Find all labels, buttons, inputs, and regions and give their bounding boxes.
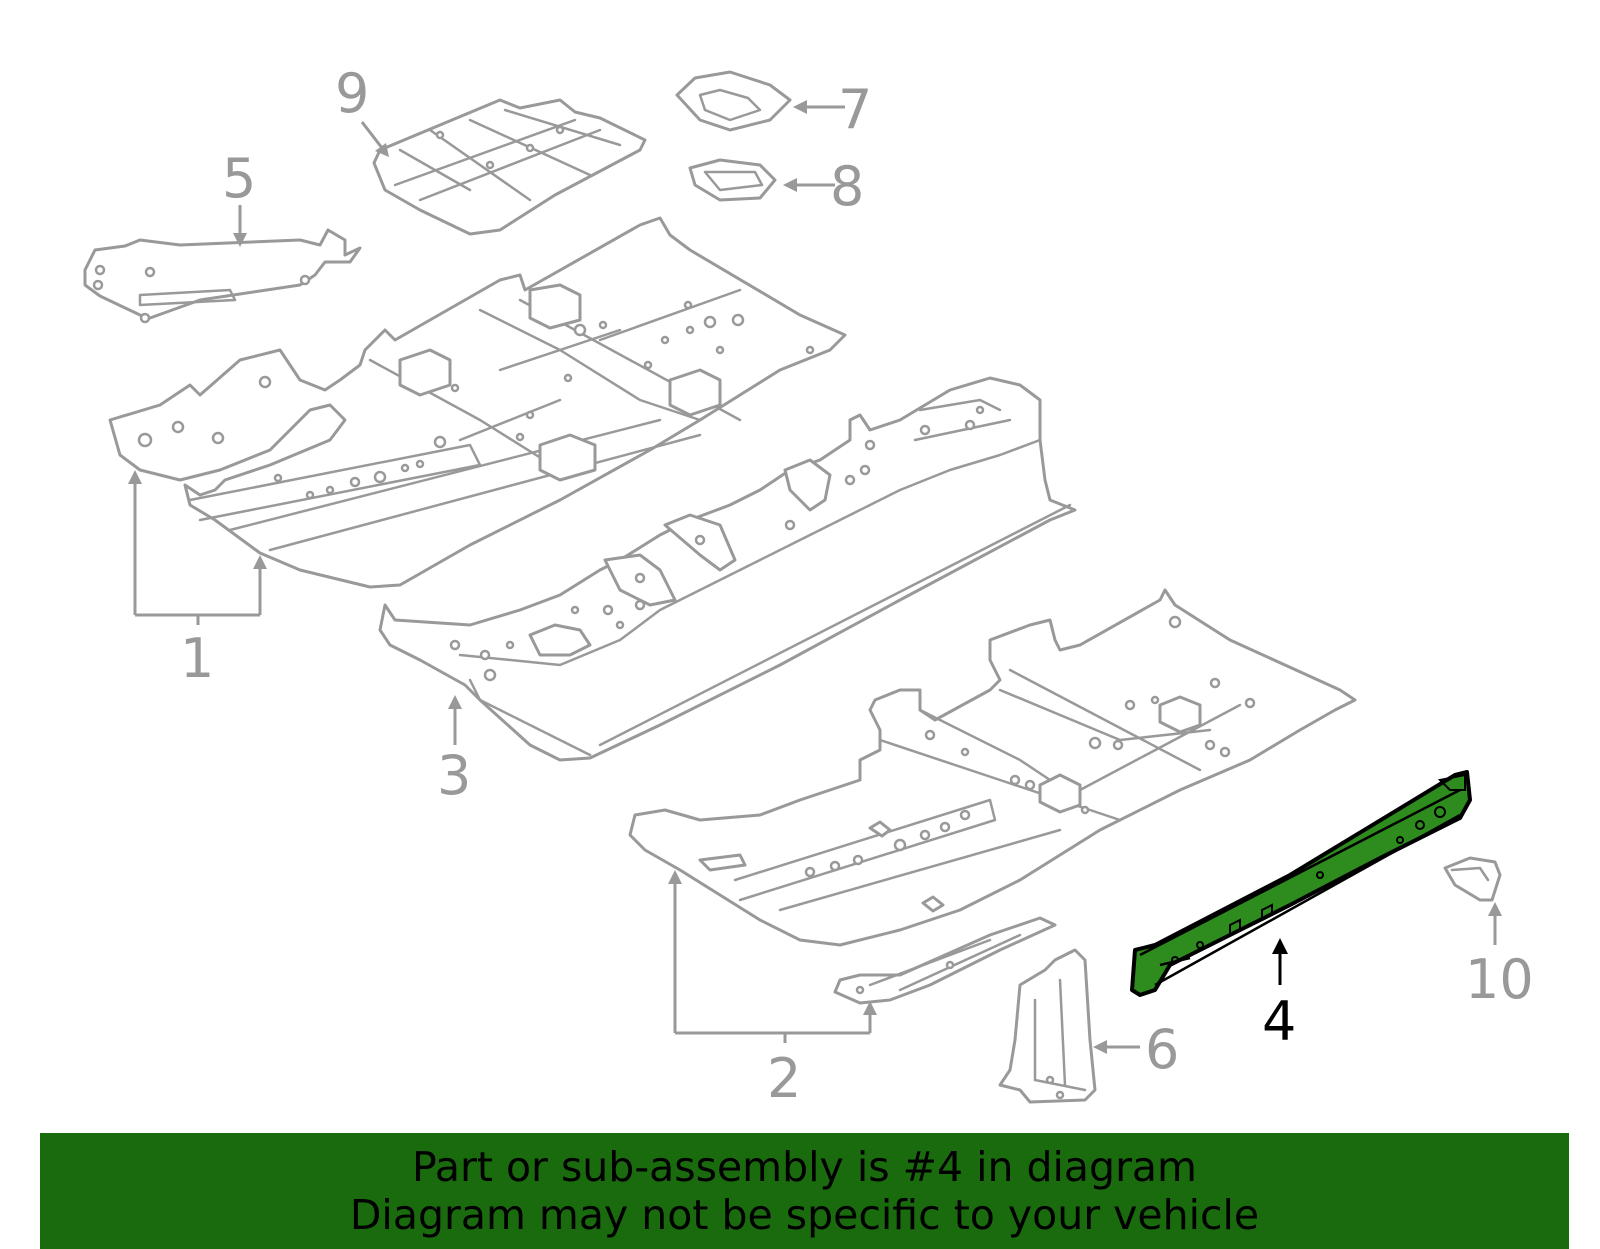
part-3-center-floor[interactable] <box>378 376 1077 762</box>
callout-3[interactable]: 3 <box>437 744 471 807</box>
part-6-bracket[interactable] <box>998 948 1097 1104</box>
callout-7[interactable]: 7 <box>838 78 872 141</box>
part-8-grommet[interactable] <box>688 158 777 202</box>
part-2-reinforcement[interactable] <box>833 916 1057 1005</box>
callout-9[interactable]: 9 <box>335 62 369 125</box>
callout-leaders <box>128 100 1502 1054</box>
part-10-cap[interactable] <box>1443 856 1502 902</box>
part-7-grommet[interactable] <box>675 70 792 132</box>
callout-5[interactable]: 5 <box>222 147 256 210</box>
part-9-panel[interactable] <box>372 98 647 236</box>
banner-line-1: Part or sub-assembly is #4 in diagram <box>412 1143 1197 1191</box>
part-5-bracket[interactable] <box>83 228 362 324</box>
callout-4[interactable]: 4 <box>1262 990 1296 1053</box>
part-4-rocker-panel[interactable] <box>1130 770 1472 997</box>
callout-2[interactable]: 2 <box>767 1047 801 1110</box>
callout-6[interactable]: 6 <box>1145 1018 1179 1081</box>
part-info-banner: Part or sub-assembly is #4 in diagram Di… <box>40 1133 1569 1249</box>
banner-line-2: Diagram may not be specific to your vehi… <box>349 1191 1260 1239</box>
callout-1[interactable]: 1 <box>180 627 214 690</box>
callout-10[interactable]: 10 <box>1465 948 1534 1011</box>
part-2-rear-floor[interactable] <box>628 588 1357 947</box>
callout-8[interactable]: 8 <box>830 155 864 218</box>
part-1-front-floor[interactable] <box>108 216 847 589</box>
